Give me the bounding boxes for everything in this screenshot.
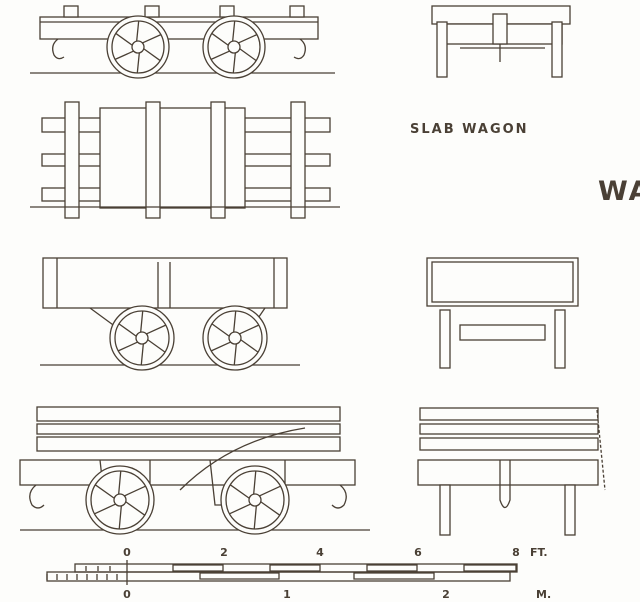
open-wagon-side-elevation (40, 257, 300, 366)
coupling-hook-right (293, 38, 306, 60)
scale-bar: 0 2 4 6 8 FT. 0 1 2 M. (46, 546, 551, 601)
drawing-title: SLAB WAGON (410, 122, 529, 137)
slab-wagon-end-view (431, 5, 571, 78)
wheel (85, 465, 155, 535)
brake-lever (179, 427, 306, 491)
ft-label-2: 2 (220, 546, 228, 559)
wheel (220, 465, 290, 535)
open-wagon-end-view (426, 257, 579, 369)
slab-wagon-side-elevation (30, 5, 335, 74)
ft-label-8: 8 (512, 546, 520, 559)
m-label-2: 2 (442, 588, 450, 601)
ft-label-0: 0 (123, 546, 131, 559)
bolster-wagon-end-view (417, 407, 606, 536)
coupling-hook-right (331, 484, 347, 509)
slab-wagon-plan (30, 101, 340, 219)
wheel (106, 15, 170, 79)
wheel (109, 305, 175, 371)
m-label-0: 0 (123, 588, 131, 601)
bolster-wagon-side-elevation (19, 406, 370, 531)
wheel (202, 305, 268, 371)
coupling-hook-left (52, 38, 65, 60)
m-label-1: 1 (283, 588, 291, 601)
chain (596, 409, 606, 491)
wheel (202, 15, 266, 79)
coupling-hook-left (29, 484, 45, 509)
m-unit: M. (536, 588, 551, 601)
ft-label-4: 4 (316, 546, 324, 559)
ft-unit: FT. (530, 546, 548, 559)
heading-fragment: WA (598, 176, 640, 207)
ft-label-6: 6 (414, 546, 422, 559)
